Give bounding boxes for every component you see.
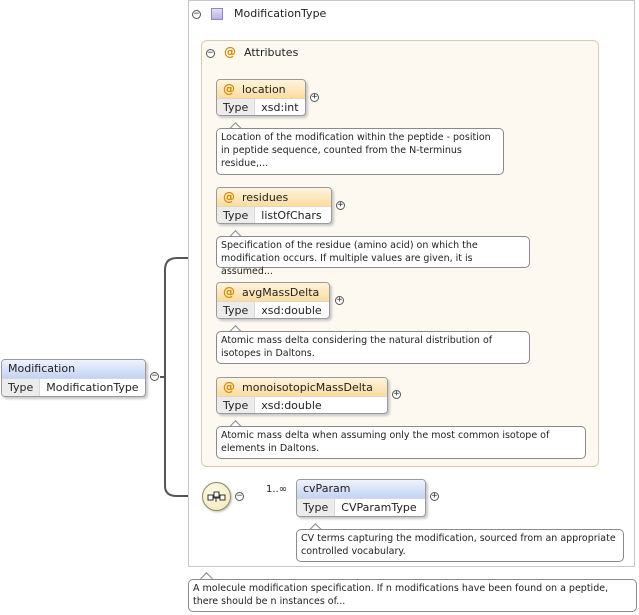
type-key: Type (297, 499, 336, 516)
sequence-collapse-toggle[interactable]: − (235, 491, 244, 501)
type-title: ModificationType (234, 7, 327, 20)
connector-to-attributes (160, 257, 202, 378)
cvparam-documentation: CV terms capturing the modification, sou… (296, 529, 624, 562)
type-value: CVParamType (341, 501, 417, 514)
residues-documentation: Specification of the residue (amino acid… (216, 236, 530, 277)
attribute-node-location[interactable]: @ location Type xsd:int (216, 79, 306, 116)
avgmassdelta-documentation: Atomic mass delta considering the natura… (216, 331, 530, 364)
complex-type-icon (211, 8, 223, 20)
avgmassdelta-expand-toggle[interactable]: + (335, 295, 344, 305)
attributes-at-icon: @ (224, 45, 236, 59)
location-expand-toggle[interactable]: + (310, 92, 319, 102)
attribute-node-monoisotopicmassdelta[interactable]: @ monoisotopicMassDelta Type xsd:double (216, 377, 388, 414)
type-key: Type (217, 99, 256, 115)
attributes-collapse-toggle[interactable]: − (206, 48, 215, 58)
attribute-icon: @ (223, 380, 235, 394)
cvparam-cardinality: 1..∞ (266, 484, 288, 495)
attribute-icon: @ (223, 190, 235, 204)
sequence-icon (207, 491, 226, 502)
attribute-node-avgmassdelta[interactable]: @ avgMassDelta Type xsd:double (216, 282, 330, 319)
attribute-name: avgMassDelta (242, 286, 320, 299)
element-node-cvparam[interactable]: cvParam Type CVParamType (296, 479, 426, 517)
type-key: Type (217, 397, 256, 413)
type-value: xsd:double (261, 399, 322, 412)
type-key: Type (217, 302, 256, 318)
attribute-name: location (242, 83, 286, 96)
type-key: Type (2, 379, 41, 396)
type-value: xsd:int (261, 101, 299, 114)
monoisotopicmassdelta-expand-toggle[interactable]: + (392, 389, 401, 399)
type-collapse-toggle[interactable]: − (192, 9, 201, 19)
location-documentation: Location of the modification within the … (216, 128, 504, 175)
type-key: Type (217, 207, 256, 223)
type-value: listOfChars (261, 209, 322, 222)
connector-to-sequence (164, 377, 203, 497)
residues-expand-toggle[interactable]: + (336, 200, 345, 210)
attribute-node-residues[interactable]: @ residues Type listOfChars (216, 187, 332, 224)
modification-collapse-toggle[interactable]: − (150, 371, 159, 381)
attributes-label: Attributes (244, 46, 299, 59)
element-node-modification[interactable]: Modification Type ModificationType (1, 359, 146, 397)
sequence-compositor-icon[interactable] (202, 482, 231, 511)
element-name: Modification (2, 360, 145, 379)
attribute-name: residues (242, 191, 289, 204)
type-value: ModificationType (46, 381, 139, 394)
attribute-icon: @ (223, 82, 235, 96)
cvparam-expand-toggle[interactable]: + (430, 491, 439, 501)
monoisotopicmassdelta-documentation: Atomic mass delta when assuming only the… (216, 426, 586, 459)
modification-documentation: A molecule modification specification. I… (188, 579, 637, 612)
element-name: cvParam (297, 480, 425, 499)
attribute-icon: @ (223, 285, 235, 299)
attribute-name: monoisotopicMassDelta (242, 381, 373, 394)
type-value: xsd:double (261, 304, 322, 317)
